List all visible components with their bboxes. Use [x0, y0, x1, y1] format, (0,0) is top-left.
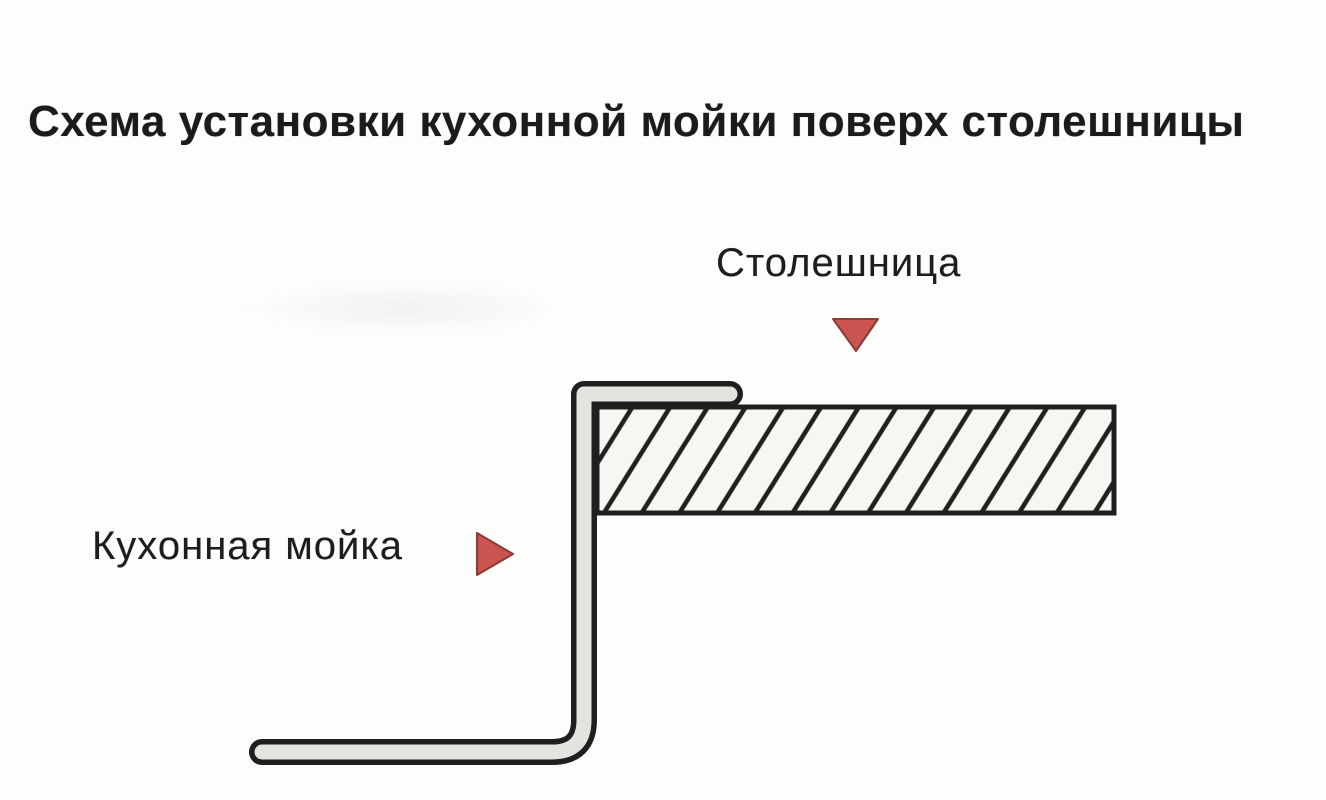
triangle-down-icon	[832, 318, 879, 352]
diagram-title: Схема установки кухонной мойки поверх ст…	[28, 97, 1245, 146]
countertop-label: Столешница	[716, 241, 962, 285]
triangle-right-icon	[476, 532, 514, 576]
countertop-section	[594, 404, 1117, 516]
sink-profile-body	[254, 386, 738, 760]
sink-profile	[249, 381, 743, 765]
sink-label: Кухонная мойка	[92, 524, 404, 568]
countertop-hatch	[597, 407, 1114, 513]
